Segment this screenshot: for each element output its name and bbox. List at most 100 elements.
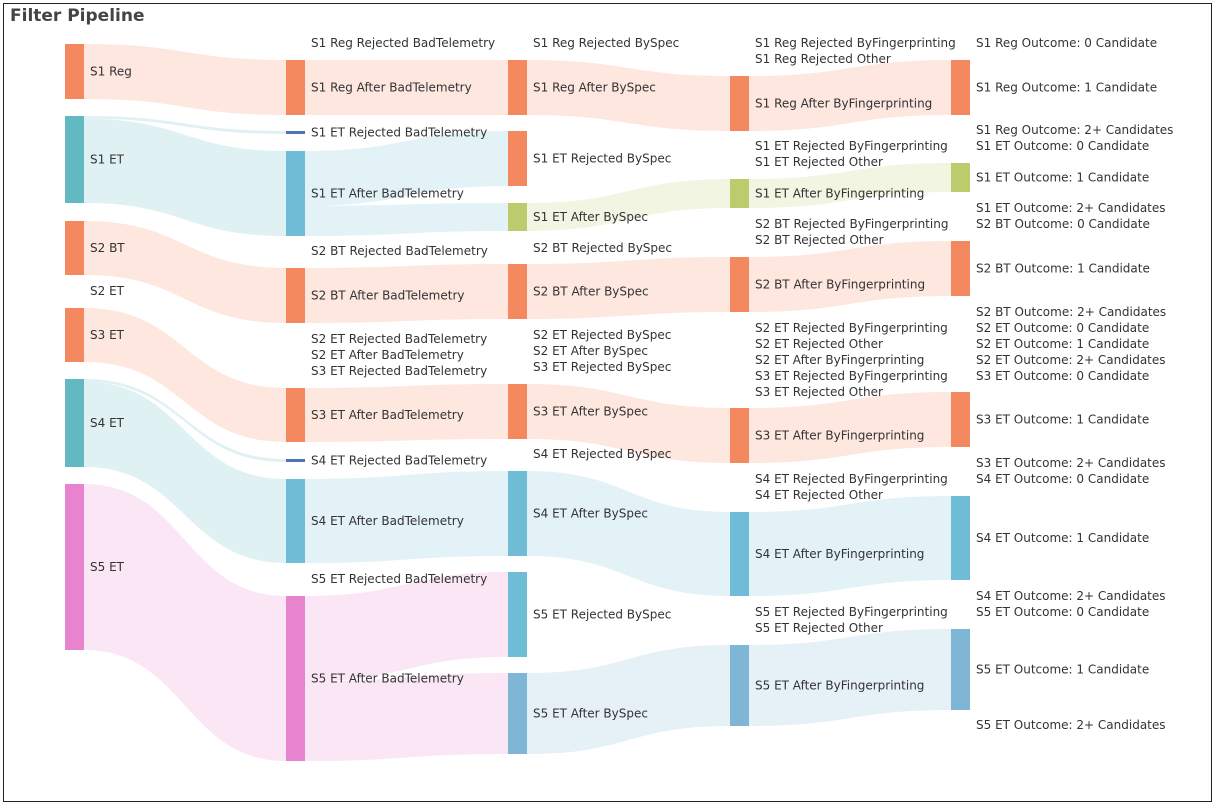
node-label: S1 Reg Rejected BySpec: [533, 36, 679, 50]
node-label: S1 Reg Outcome: 1 Candidate: [976, 81, 1157, 95]
node-label: S1 ET Rejected ByFingerprinting: [755, 139, 948, 153]
node-label: S5 ET After BadTelemetry: [311, 672, 464, 686]
chart-title: Filter Pipeline: [10, 6, 145, 26]
sankey-node[interactable]: [951, 629, 970, 710]
flow-link[interactable]: [84, 221, 286, 323]
sankey-node[interactable]: [508, 203, 527, 231]
sankey-node[interactable]: [730, 179, 749, 208]
sankey-node[interactable]: [65, 221, 84, 275]
flow-link[interactable]: [84, 308, 286, 442]
sankey-node[interactable]: [286, 596, 305, 761]
flow-link[interactable]: [305, 572, 508, 682]
sankey-node[interactable]: [951, 496, 970, 580]
sankey-node[interactable]: [508, 264, 527, 319]
sankey-node[interactable]: [508, 131, 527, 186]
node-label: S1 ET Outcome: 1 Candidate: [976, 171, 1149, 185]
sankey-node[interactable]: [508, 60, 527, 115]
flow-link[interactable]: [84, 379, 286, 462]
node-label: S3 ET Outcome: 1 Candidate: [976, 413, 1149, 427]
node-label: S4 ET After BadTelemetry: [311, 514, 464, 528]
sankey-node[interactable]: [286, 479, 305, 563]
sankey-node[interactable]: [730, 257, 749, 312]
flow-link[interactable]: [527, 645, 730, 754]
flow-link[interactable]: [749, 496, 951, 596]
node-label: S3 ET After BySpec: [533, 405, 648, 419]
flow-link[interactable]: [749, 241, 951, 312]
flow-link[interactable]: [527, 257, 730, 319]
sankey-node[interactable]: [951, 241, 970, 296]
node-label: S1 Reg After BadTelemetry: [311, 81, 472, 95]
sankey-node[interactable]: [730, 512, 749, 596]
flow-link[interactable]: [527, 384, 730, 463]
node-label: S2 BT: [90, 241, 125, 255]
sankey-node[interactable]: [286, 131, 305, 134]
sankey-node[interactable]: [65, 484, 84, 650]
sankey-node[interactable]: [951, 60, 970, 115]
sankey-node[interactable]: [286, 388, 305, 442]
node-label: S2 ET Rejected BySpec: [533, 328, 671, 342]
node-label: S1 ET Rejected BySpec: [533, 152, 671, 166]
node-label: S1 Reg Rejected ByFingerprinting: [755, 36, 956, 50]
node-label: S5 ET After BySpec: [533, 707, 648, 721]
node-label: S2 ET After BySpec: [533, 344, 648, 358]
flow-link[interactable]: [305, 131, 508, 206]
node-label: S1 ET: [90, 153, 125, 167]
sankey-node[interactable]: [951, 392, 970, 447]
nodes-layer: [65, 44, 970, 761]
sankey-node[interactable]: [65, 116, 84, 203]
flow-link[interactable]: [305, 264, 508, 323]
sankey-node[interactable]: [730, 408, 749, 463]
flow-link[interactable]: [84, 44, 286, 115]
node-label: S3 ET Outcome: 2+ Candidates: [976, 456, 1166, 470]
flow-link[interactable]: [527, 471, 730, 596]
node-label: S1 Reg Rejected BadTelemetry: [311, 36, 495, 50]
flow-link[interactable]: [305, 60, 508, 115]
sankey-node[interactable]: [508, 572, 527, 657]
sankey-node[interactable]: [286, 268, 305, 323]
sankey-node[interactable]: [730, 76, 749, 131]
sankey-node[interactable]: [951, 163, 970, 192]
sankey-node[interactable]: [65, 379, 84, 467]
node-label: S5 ET Rejected BadTelemetry: [311, 572, 487, 586]
flow-link[interactable]: [84, 118, 286, 236]
flow-link[interactable]: [527, 60, 730, 131]
node-label: S5 ET Outcome: 2+ Candidates: [976, 718, 1166, 732]
sankey-node[interactable]: [508, 471, 527, 556]
flow-link[interactable]: [749, 163, 951, 208]
node-label: S4 ET Rejected BadTelemetry: [311, 454, 487, 468]
sankey-node[interactable]: [65, 308, 84, 362]
node-label: S4 ET After BySpec: [533, 507, 648, 521]
flow-link[interactable]: [749, 392, 951, 463]
node-label: S3 ET Rejected BadTelemetry: [311, 364, 487, 378]
flow-link[interactable]: [749, 629, 951, 726]
node-label: S4 ET Rejected Other: [755, 488, 883, 502]
flow-link[interactable]: [84, 484, 286, 761]
flow-link[interactable]: [749, 60, 951, 131]
node-label: S2 ET After ByFingerprinting: [755, 353, 924, 367]
node-label: S2 ET Rejected BadTelemetry: [311, 332, 487, 346]
sankey-node[interactable]: [286, 459, 305, 462]
node-label: S1 ET Outcome: 2+ Candidates: [976, 201, 1166, 215]
sankey-node[interactable]: [286, 60, 305, 115]
node-label: S4 ET Rejected ByFingerprinting: [755, 472, 948, 486]
flow-link[interactable]: [305, 203, 508, 236]
sankey-node[interactable]: [508, 384, 527, 439]
sankey-node[interactable]: [508, 673, 527, 754]
node-label: S4 ET Rejected BySpec: [533, 447, 671, 461]
node-label: S3 ET Rejected ByFingerprinting: [755, 369, 948, 383]
sankey-node[interactable]: [65, 44, 84, 99]
sankey-node[interactable]: [730, 645, 749, 726]
flow-link[interactable]: [527, 179, 730, 231]
node-label: S2 BT Outcome: 1 Candidate: [976, 262, 1150, 276]
flow-link[interactable]: [84, 116, 286, 134]
flow-link[interactable]: [305, 384, 508, 442]
sankey-node[interactable]: [286, 151, 305, 236]
node-label: S1 Reg After ByFingerprinting: [755, 97, 932, 111]
flow-link[interactable]: [305, 673, 508, 761]
flow-link[interactable]: [84, 381, 286, 563]
node-label: S1 ET Rejected BadTelemetry: [311, 126, 487, 140]
flow-link[interactable]: [305, 471, 508, 563]
node-label: S1 Reg Rejected Other: [755, 52, 891, 66]
